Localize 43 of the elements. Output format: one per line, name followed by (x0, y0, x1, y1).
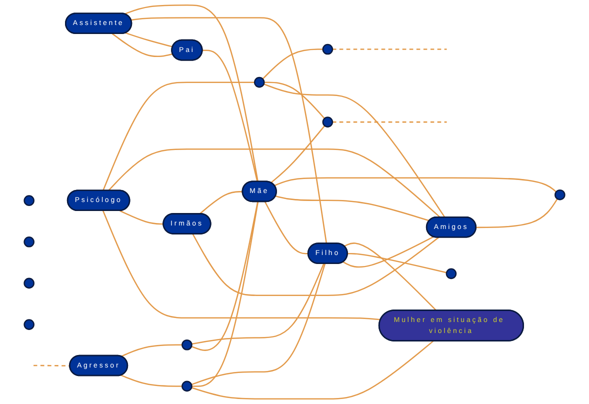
connector (192, 202, 259, 387)
connector (332, 48, 447, 50)
connector (344, 242, 437, 311)
connector (191, 263, 326, 386)
connector (274, 177, 557, 192)
node-circle (182, 380, 192, 392)
connector (342, 236, 434, 268)
connector (199, 191, 243, 214)
connector (112, 33, 173, 58)
connector (192, 234, 440, 296)
connector (192, 263, 324, 345)
connector (125, 32, 173, 48)
connector (120, 210, 164, 225)
connector (34, 364, 70, 366)
connector (264, 83, 446, 218)
connector (191, 202, 258, 351)
node-circle (254, 76, 265, 88)
connector (120, 374, 182, 387)
connector (264, 201, 308, 254)
connector (264, 82, 325, 119)
connector (108, 148, 441, 218)
connector (476, 198, 558, 228)
node-circle (446, 268, 457, 280)
node-circle (554, 189, 566, 200)
connector (348, 252, 447, 274)
connector (131, 17, 328, 244)
node-circle (182, 339, 192, 350)
node-circle (24, 195, 34, 206)
connector (275, 196, 430, 222)
node-circle (24, 278, 34, 289)
connector (262, 48, 323, 80)
connector (191, 340, 434, 400)
connector (332, 121, 447, 123)
node-circle (24, 319, 34, 330)
connector (120, 344, 182, 358)
node-circle (322, 44, 334, 55)
connector (124, 4, 259, 182)
node-circle (322, 116, 334, 128)
connector (102, 82, 255, 191)
connector (270, 125, 326, 184)
connector (102, 210, 381, 320)
node-circle (24, 236, 34, 248)
connector (202, 50, 258, 182)
